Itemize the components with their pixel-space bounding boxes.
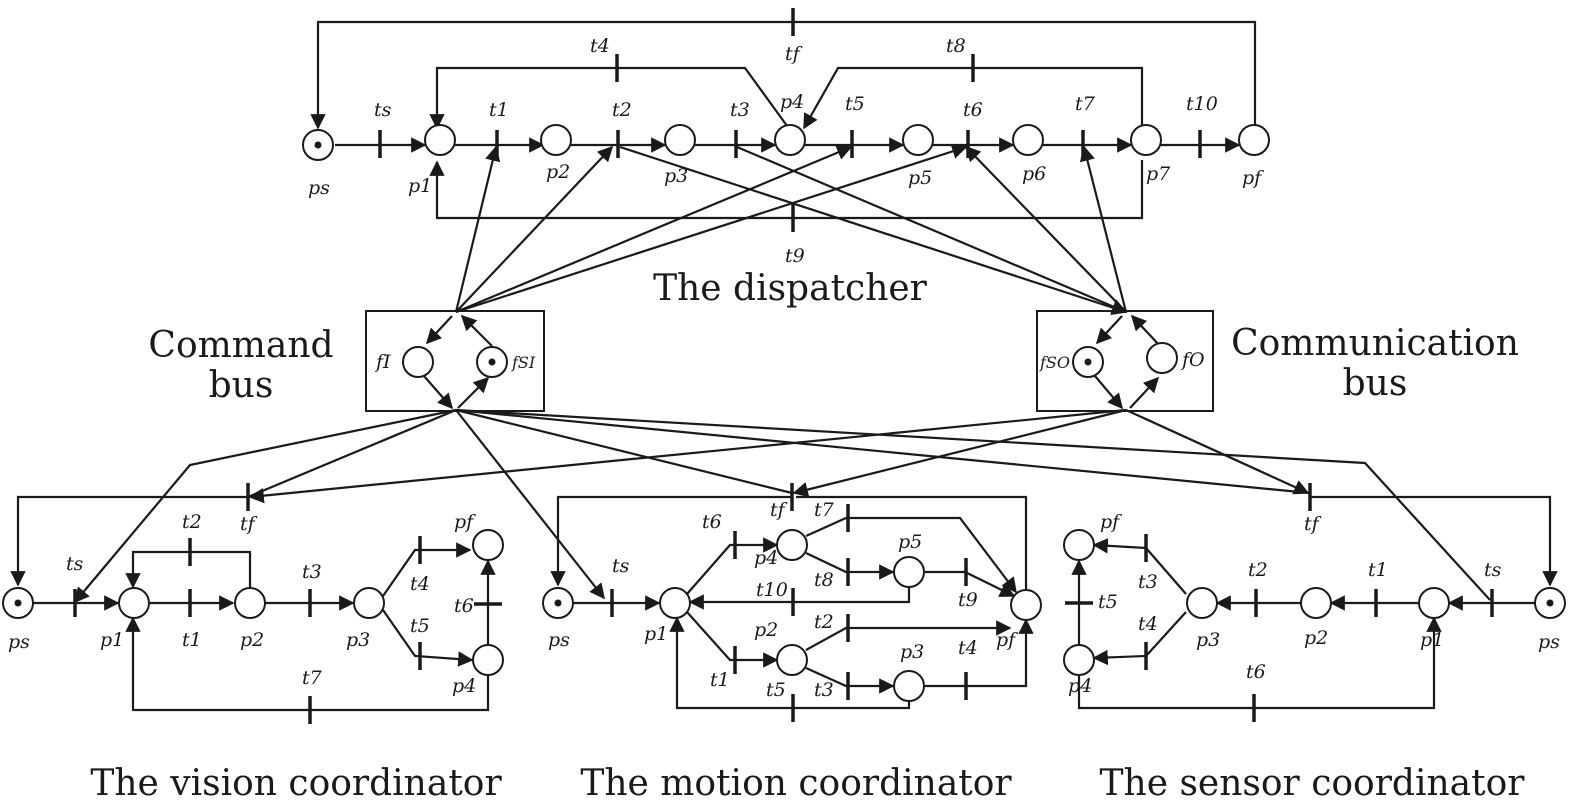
dispatcher-title: The dispatcher (653, 268, 928, 309)
bus-coordinator-arcs (74, 408, 1491, 604)
label-d-t4: t4 (590, 35, 610, 57)
label-m-t10: t10 (756, 579, 788, 601)
label-v-p1: p1 (100, 629, 124, 651)
label-s-ts: ts (1484, 559, 1502, 581)
label-s-t1: t1 (1368, 559, 1388, 581)
label-s-t6: t6 (1246, 661, 1266, 683)
label-d-pf: pf (1242, 167, 1264, 189)
motion-labels: ps p1 p2 p3 p4 p5 pf ts t1 t2 t3 t4 t5 t… (548, 499, 1018, 701)
label-s-t3: t3 (1138, 571, 1158, 593)
label-m-t5: t5 (766, 679, 786, 701)
label-v-t2: t2 (182, 511, 202, 533)
vision-coordinator-title: The vision coordinator (90, 763, 502, 804)
label-fI: fI (374, 351, 391, 373)
label-s-t4: t4 (1138, 613, 1158, 635)
vision-labels: ps p1 p2 p3 p4 pf ts t1 t2 t3 t4 t5 t6 t… (8, 511, 476, 697)
label-d-p5: p5 (908, 167, 932, 189)
label-m-t9: t9 (958, 589, 978, 611)
label-s-t2: t2 (1248, 559, 1268, 581)
label-d-p4: p4 (780, 91, 804, 113)
command-bus-token (488, 358, 496, 366)
label-v-t6: t6 (454, 595, 474, 617)
label-d-p7: p7 (1146, 163, 1171, 185)
label-d-t8: t8 (946, 35, 966, 57)
label-d-t2: t2 (612, 99, 632, 121)
label-v-t4: t4 (410, 573, 430, 595)
dispatcher-labels: ps p1 p2 p3 p4 p5 p6 p7 pf ts t1 t2 t3 t… (308, 35, 1264, 267)
label-d-t10: t10 (1186, 93, 1218, 115)
label-m-t2: t2 (814, 611, 834, 633)
label-s-pf: pf (1100, 511, 1122, 533)
label-fSI: fSI (511, 353, 536, 372)
label-d-t6: t6 (963, 99, 983, 121)
label-d-tf: tf (785, 43, 803, 65)
label-v-p3: p3 (346, 629, 370, 651)
bus-internal-arcs (423, 314, 1161, 410)
label-v-t1: t1 (182, 629, 202, 651)
label-m-p2: p2 (754, 619, 778, 641)
label-d-p6: p6 (1022, 163, 1046, 185)
label-d-p2: p2 (546, 161, 570, 183)
communication-bus-place-fO (1146, 342, 1178, 374)
label-m-t4: t4 (958, 637, 978, 659)
command-bus-title-line1: Command (148, 325, 333, 366)
label-d-ts: ts (374, 99, 392, 121)
label-s-p1: p1 (1420, 629, 1444, 651)
label-s-p4: p4 (1068, 675, 1092, 697)
label-fSO: fSO (1039, 353, 1070, 372)
command-bus-title-line2: bus (209, 365, 274, 406)
label-m-p1: p1 (644, 623, 668, 645)
label-v-t7: t7 (302, 667, 323, 689)
motion-net (542, 483, 1042, 722)
label-m-t3: t3 (814, 679, 834, 701)
label-s-tf: tf (1304, 513, 1322, 535)
motion-coordinator-title: The motion coordinator (580, 763, 1012, 804)
label-m-t1: t1 (710, 669, 730, 691)
label-d-t9: t9 (785, 245, 805, 267)
communication-bus-title-line1: Communication (1231, 323, 1519, 364)
sensor-net (1063, 483, 1566, 722)
label-m-tf: tf (770, 499, 788, 521)
label-fO: fO (1180, 349, 1205, 371)
dispatcher-net (302, 8, 1270, 232)
label-v-pf: pf (454, 511, 476, 533)
label-m-p4: p4 (754, 547, 778, 569)
sensor-labels: ps p1 p2 p3 p4 pf ts t1 t2 t3 t4 t5 t6 t… (1068, 511, 1560, 697)
label-m-pf: pf (996, 629, 1018, 651)
label-m-t7: t7 (814, 499, 835, 521)
label-v-t3: t3 (302, 561, 322, 583)
sensor-coordinator-title: The sensor coordinator (1100, 763, 1526, 804)
label-v-tf: tf (240, 513, 258, 535)
label-s-t5: t5 (1098, 591, 1118, 613)
label-m-t6: t6 (702, 511, 722, 533)
label-m-t8: t8 (814, 569, 834, 591)
label-v-ts: ts (66, 553, 84, 575)
label-d-p3: p3 (664, 165, 688, 187)
label-d-t5: t5 (845, 93, 865, 115)
label-m-ps: ps (548, 629, 570, 651)
dispatcher-bus-arcs (454, 143, 1128, 316)
vision-net (2, 483, 504, 724)
label-s-ps: ps (1538, 631, 1560, 653)
communication-bus-title-line2: bus (1343, 363, 1408, 404)
label-s-p2: p2 (1304, 627, 1328, 649)
label-m-ts: ts (612, 555, 630, 577)
label-v-p2: p2 (240, 629, 264, 651)
command-bus-place-fI (402, 346, 434, 378)
bus-labels: fI fSI fSO fO (374, 349, 1205, 373)
communication-bus-token (1084, 358, 1092, 366)
label-v-t5: t5 (410, 615, 430, 637)
label-m-p3: p3 (900, 641, 924, 663)
label-d-t7: t7 (1075, 93, 1096, 115)
label-s-p3: p3 (1196, 629, 1220, 651)
label-d-ps: ps (308, 177, 330, 199)
label-v-ps: ps (8, 631, 30, 653)
label-d-p1: p1 (408, 175, 432, 197)
label-d-t3: t3 (730, 99, 750, 121)
label-v-p4: p4 (452, 675, 476, 697)
label-m-p5: p5 (898, 531, 922, 553)
label-d-t1: t1 (489, 99, 509, 121)
